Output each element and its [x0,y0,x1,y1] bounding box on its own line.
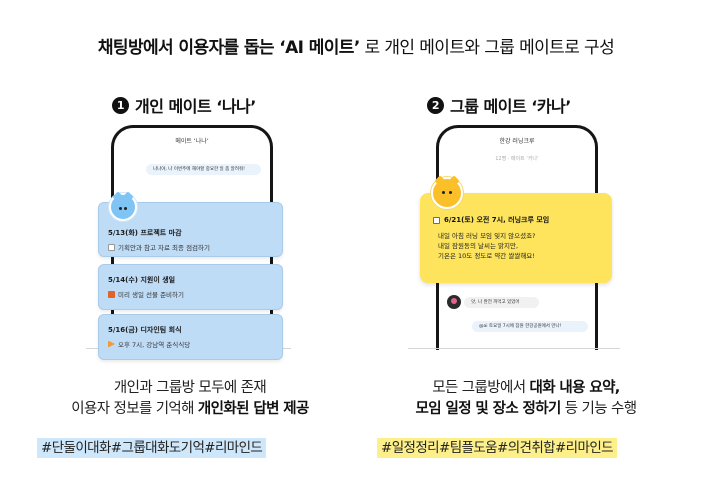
document-icon [108,243,115,251]
caption-line-2: 이용자 정보를 기억해 개인화된 답변 제공 [40,399,340,420]
headline-rest: 로 개인 메이트와 그룹 메이트로 구성 [359,38,615,58]
reminder-detail: 기획안과 참고 자료 최종 점검하기 [108,242,273,252]
phone-header: 한강 러닝크루 [499,138,535,145]
reminder-detail-text: 기획안과 참고 자료 최종 점검하기 [118,244,210,252]
caption-bold: 모임 일정 및 장소 정하기 [415,401,562,417]
group-hashtags: #일정정리#팀플도움#의견취합#리마인드 [377,438,617,458]
headline-bold: 채팅방에서 이용자를 돕는 ‘AI 메이트’ [97,38,360,58]
food-icon [108,340,115,348]
number-badge-1: 1 [112,96,129,114]
nana-avatar [109,191,137,221]
kana-avatar [431,175,463,209]
personal-caption: 개인과 그룹방 모두에 존재 이용자 정보를 기억해 개인화된 답변 제공 [40,378,340,420]
caption-bold: 개인화된 답변 제공 [197,401,309,417]
personal-hashtags: #단둘이대화#그룹대화도기억#리마인드 [37,438,267,458]
section-title-personal: 1 개인 메이트 ‘나나’ [112,93,256,117]
caption-bold: 대화 내용 요약, [529,380,620,396]
caption-normal: 이용자 정보를 기억해 [71,401,198,417]
reminder-line: 기온은 10도 정도로 약간 쌀쌀해요! [438,252,535,261]
group-reminder-title: 6/21(토) 오전 7시, 러닝크루 모임 [433,215,549,225]
caption-line-1: 모든 그룹방에서 대화 내용 요약, [366,378,686,399]
reminder-title: 5/14(수) 지원이 생일 [108,276,176,284]
group-caption: 모든 그룹방에서 대화 내용 요약, 모임 일정 및 장소 정하기 등 기능 수… [366,378,686,420]
group-mate-title: 그룹 메이트 ‘카나’ [450,97,571,116]
reminder-line: 내일 아침 러닝 모임 잊지 않으셨죠? [438,232,536,240]
calendar-icon [433,216,440,224]
number-badge-2: 2 [427,96,444,114]
reminder-title: 5/13(화) 프로젝트 마감 [108,229,182,237]
group-reminder-body: 내일 아침 러닝 모임 잊지 않으셨죠? 내일 잠원동의 날씨는 맑지만, 기온… [438,231,536,261]
member-avatar [447,295,461,309]
gift-icon [108,290,115,298]
reminder-detail: 미리 생일 선물 준비하기 [108,289,273,299]
headline: 채팅방에서 이용자를 돕는 ‘AI 메이트’ 로 개인 메이트와 그룹 메이트로… [0,33,712,58]
reminder-title: 5/16(금) 디자인팀 회식 [108,326,182,334]
group-reminder-title-text: 6/21(토) 오전 7시, 러닝크루 모임 [444,216,550,224]
chat-bubble-member: 앗, 나 완전 까먹고 있었어 [464,297,539,309]
caption-line-1: 개인과 그룹방 모두에 존재 [113,380,267,396]
chat-bubble-user: @ai 토요일 7시에 잠원 한강공원에서 만나! [472,321,588,333]
phone-header: 메이트 ‘나나’ [175,138,209,145]
reminder-detail-text: 미리 생일 선물 준비하기 [118,291,184,299]
caption-normal: 모든 그룹방에서 [432,380,530,396]
reminder-card-3: 5/16(금) 디자인팀 회식 오후 7시, 강남역 춘식식당 [98,314,283,360]
reminder-card-2: 5/14(수) 지원이 생일 미리 생일 선물 준비하기 [98,264,283,310]
section-title-group: 2 그룹 메이트 ‘카나’ [427,93,571,117]
reminder-detail: 오후 7시, 강남역 춘식식당 [108,339,273,349]
reminder-detail-text: 오후 7시, 강남역 춘식식당 [118,341,191,349]
phone-subheader: 12명 · 메이트 ‘카나’ [495,156,539,162]
reminder-line: 내일 잠원동의 날씨는 맑지만, [438,242,519,251]
caption-normal: 등 기능 수행 [560,401,637,417]
caption-line-2: 모임 일정 및 장소 정하기 등 기능 수행 [366,399,686,420]
user-message-bubble: 나나야, 나 이번주에 해야할 중요한 일 좀 알려줘! [146,164,261,176]
personal-mate-title: 개인 메이트 ‘나나’ [135,97,256,116]
divider-line [408,348,620,349]
